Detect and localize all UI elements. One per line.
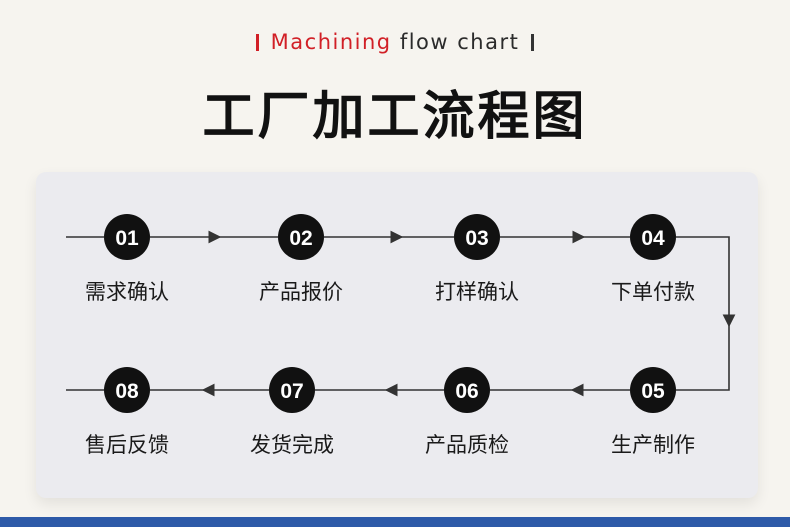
step-circle-02: 02 — [278, 214, 324, 260]
step-label-07: 发货完成 — [250, 433, 334, 457]
step-circle-05: 05 — [630, 367, 676, 413]
step-label-04: 下单付款 — [611, 280, 695, 304]
step-circle-08: 08 — [104, 367, 150, 413]
step-label-01: 需求确认 — [85, 280, 169, 304]
svg-text:08: 08 — [115, 380, 139, 403]
svg-text:06: 06 — [455, 380, 478, 403]
svg-text:02: 02 — [289, 227, 312, 250]
svg-text:07: 07 — [280, 380, 303, 403]
step-circle-03: 03 — [454, 214, 500, 260]
step-circle-07: 07 — [269, 367, 315, 413]
flow-chart-subtitle: Machining flow chart — [0, 30, 790, 54]
connector-right-05 — [676, 326, 730, 391]
svg-text:01: 01 — [115, 227, 139, 250]
right-accent-bar — [531, 34, 535, 51]
connector-04-right — [676, 236, 736, 328]
step-label-03: 打样确认 — [435, 280, 519, 304]
page-title: 工厂加工流程图 — [202, 87, 588, 147]
step-circle-01: 01 — [104, 214, 150, 260]
step-label-05: 生产制作 — [611, 433, 695, 457]
left-accent-bar — [255, 34, 259, 51]
step-circle-06: 06 — [444, 367, 490, 413]
step-label-06: 产品质检 — [425, 433, 509, 457]
subtitle-rest: flow chart — [399, 30, 520, 54]
svg-text:04: 04 — [641, 227, 665, 250]
subtitle-accent-word: Machining — [270, 30, 392, 54]
svg-text:03: 03 — [465, 227, 488, 250]
step-circle-04: 04 — [630, 214, 676, 260]
step-label-08: 售后反馈 — [85, 433, 169, 457]
bottom-accent-bar — [0, 517, 790, 527]
svg-text:05: 05 — [641, 380, 665, 403]
step-label-02: 产品报价 — [259, 280, 343, 304]
